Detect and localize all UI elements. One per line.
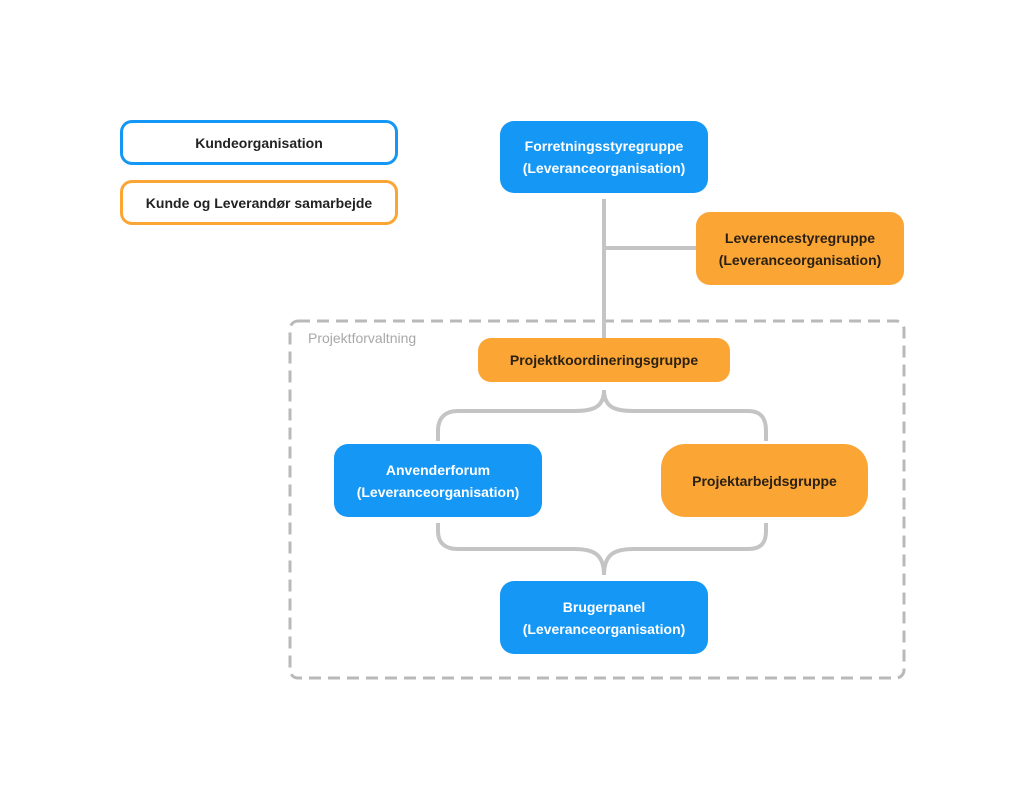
lower-brace-connector <box>436 523 768 576</box>
node-forretningsstyregruppe: Forretningsstyregruppe (Leveranceorganis… <box>500 121 708 193</box>
projektforvaltning-border <box>288 319 906 680</box>
legend-collaboration: Kunde og Leverandør samarbejde <box>120 180 398 225</box>
node-brugerpanel: Brugerpanel (Leveranceorganisation) <box>500 581 708 654</box>
node-title: Anvenderforum <box>385 461 491 478</box>
legend-collaboration-label: Kunde og Leverandør samarbejde <box>145 194 373 211</box>
node-leverencestyregruppe: Leverencestyregruppe (Leveranceorganisat… <box>696 212 904 285</box>
node-anvenderforum: Anvenderforum (Leveranceorganisation) <box>334 444 542 517</box>
node-subtitle: (Leveranceorganisation) <box>718 251 882 268</box>
legend-customer-label: Kundeorganisation <box>195 134 323 151</box>
node-subtitle: (Leveranceorganisation) <box>522 620 686 637</box>
node-title: Forretningsstyregruppe <box>524 138 684 154</box>
node-projektkoordineringsgruppe: Projektkoordineringsgruppe <box>478 338 730 382</box>
node-subtitle: (Leveranceorganisation) <box>522 160 686 176</box>
node-title: Leverencestyregruppe <box>724 229 876 246</box>
node-title: Projektarbejdsgruppe <box>692 472 837 489</box>
node-title: Projektkoordineringsgruppe <box>509 352 699 368</box>
node-subtitle: (Leveranceorganisation) <box>356 483 520 500</box>
projektforvaltning-label: Projektforvaltning <box>308 330 417 346</box>
legend-customer-organisation: Kundeorganisation <box>120 120 398 165</box>
upper-brace-connector <box>436 389 768 441</box>
node-title: Brugerpanel <box>562 598 646 615</box>
node-projektarbejdsgruppe: Projektarbejdsgruppe <box>661 444 868 517</box>
